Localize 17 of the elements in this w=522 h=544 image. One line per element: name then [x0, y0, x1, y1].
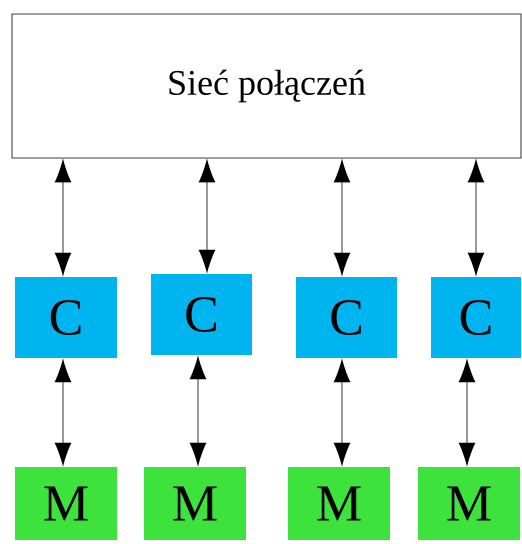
arrow: [334, 360, 350, 466]
arrow: [334, 160, 350, 276]
cache-box: C: [15, 277, 117, 358]
arrow: [458, 360, 476, 466]
memory-box: M: [144, 467, 246, 540]
memory-box: M: [418, 467, 520, 540]
cache-box: C: [431, 277, 521, 358]
memory-box: M: [15, 467, 117, 540]
arrow: [54, 360, 72, 466]
arrow: [198, 160, 216, 272]
cache-box: C: [296, 277, 397, 358]
cache-box: C: [151, 274, 252, 355]
memory-box: M: [288, 467, 390, 540]
network-box: Sieć połączeń: [12, 14, 522, 158]
arrow: [54, 160, 72, 276]
arrow: [190, 356, 206, 466]
arrow: [468, 160, 484, 276]
